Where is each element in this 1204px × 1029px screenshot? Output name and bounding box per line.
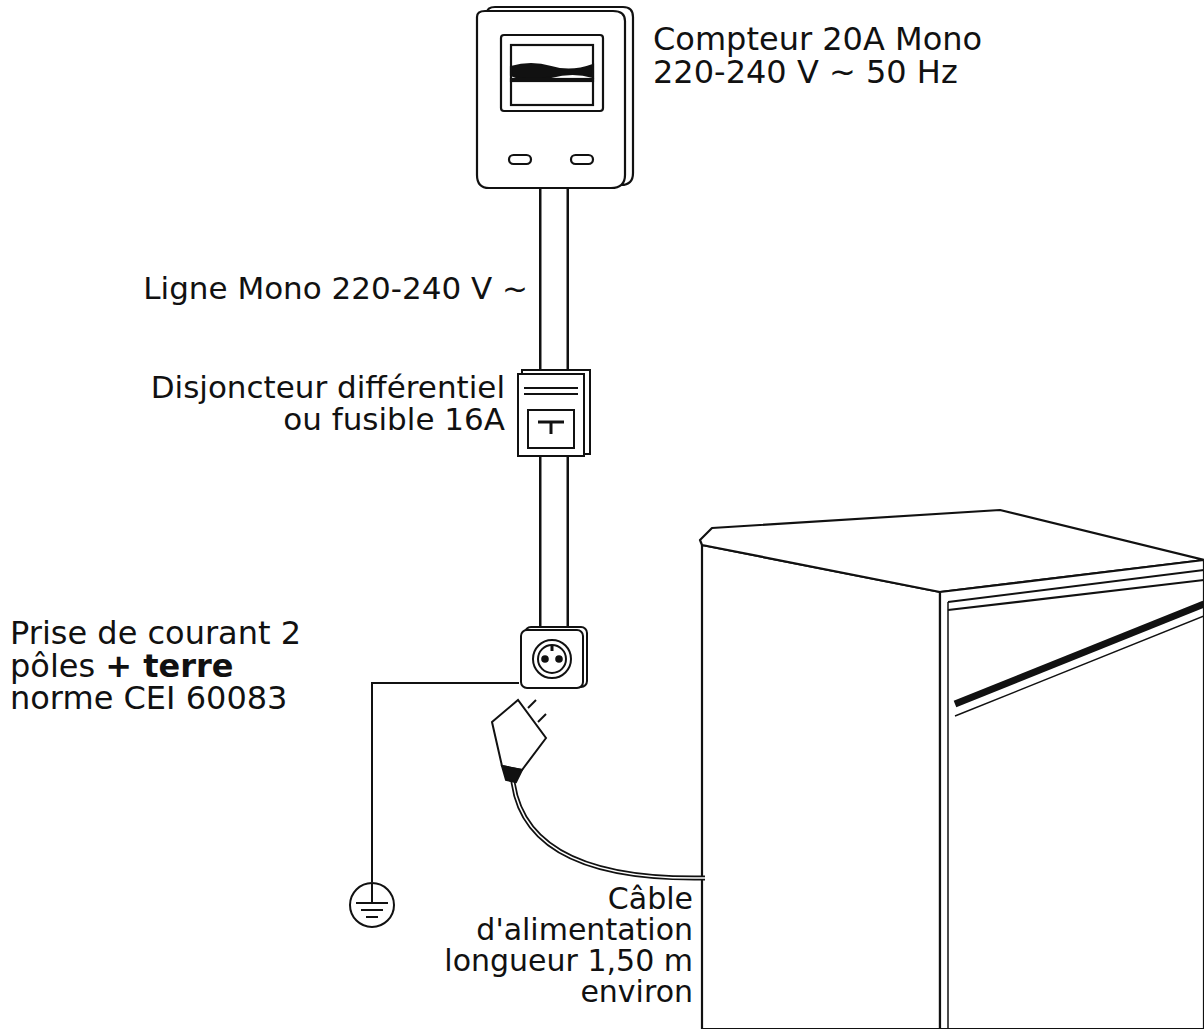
cable-label: Câble d'alimentation longueur 1,50 m env…: [408, 884, 693, 1008]
meter-label: Compteur 20A Mono 220-240 V ~ 50 Hz: [653, 23, 1013, 88]
line-label: Ligne Mono 220-240 V ~: [141, 270, 530, 306]
plug: [492, 700, 546, 782]
power-cable: [512, 770, 705, 878]
breaker-node: Disjoncteur différentiel ou fusible 16A: [120, 368, 595, 460]
label-text: Disjoncteur différentiel ou fusible 16A: [151, 369, 505, 437]
breaker-label: Disjoncteur différentiel ou fusible 16A: [120, 372, 505, 435]
meter-node: Compteur 20A Mono 220-240 V ~ 50 Hz: [473, 5, 1073, 195]
emphasis-text: + terre: [105, 647, 233, 685]
label-text: norme CEI 60083: [10, 679, 287, 717]
socket-label: Prise de courant 2 pôles + terre norme C…: [10, 617, 310, 715]
breaker-icon: [516, 368, 592, 456]
meter-symbol: [473, 5, 635, 190]
label-text: Compteur 20A Mono 220-240 V ~ 50 Hz: [653, 20, 982, 91]
oven-illustration: [700, 510, 1204, 1029]
socket-node: Prise de courant 2 pôles + terre norme C…: [10, 617, 590, 752]
meter-icon: [473, 5, 635, 190]
supply-line: [554, 452, 555, 631]
breaker-symbol: [516, 368, 592, 456]
supply-line: [554, 186, 555, 374]
socket-icon: [519, 625, 589, 690]
socket-symbol: [519, 625, 589, 690]
